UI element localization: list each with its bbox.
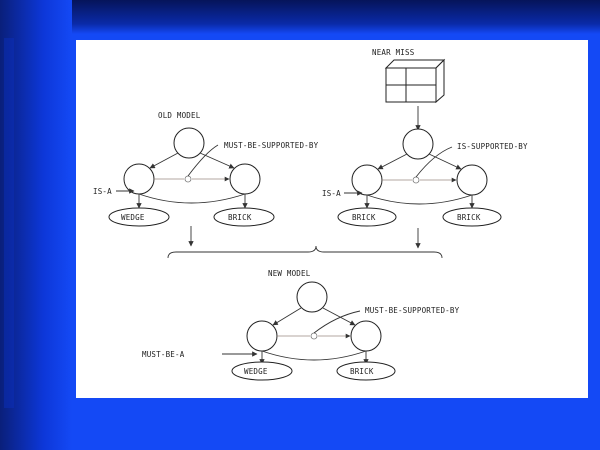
new-isa-label: MUST-BE-A <box>142 350 185 359</box>
merge-brace <box>167 245 443 259</box>
near-edge-top-right <box>428 153 462 170</box>
near-left-node <box>351 164 383 196</box>
new-relation-knot <box>310 332 318 340</box>
old-model-right-node <box>229 163 261 195</box>
new-right-oval <box>336 361 396 381</box>
old-model-left-node <box>123 163 155 195</box>
new-edge-top-left <box>272 307 302 326</box>
diagram-image: NEAR MISS OLD MODEL MUST-BE-SUPPORTED-BY… <box>76 40 588 398</box>
old-relation-label: MUST-BE-SUPPORTED-BY <box>224 141 319 150</box>
old-model-top-node <box>173 127 205 159</box>
near-relation-label: IS-SUPPORTED-BY <box>457 142 528 151</box>
decorative-squares <box>4 38 14 408</box>
old-left-oval <box>108 207 170 227</box>
slide-header-band <box>0 0 600 34</box>
near-bottom-curve <box>366 194 473 205</box>
near-left-oval <box>337 207 397 227</box>
new-edge-top-right <box>322 307 356 326</box>
new-right-node-label: BRICK <box>350 367 374 376</box>
new-left-node <box>246 320 278 352</box>
new-left-node-label: WEDGE <box>244 367 268 376</box>
new-left-oval <box>231 361 293 381</box>
new-right-node <box>350 320 382 352</box>
old-model-title: OLD MODEL <box>158 111 201 120</box>
old-edge-top-left <box>149 152 179 169</box>
near-isa-label: IS-A <box>322 189 341 198</box>
new-bottom-curve <box>261 350 367 361</box>
old-bottom-curve <box>138 193 246 204</box>
old-left-node-label: WEDGE <box>121 213 145 222</box>
new-relation-pointer <box>313 310 361 334</box>
new-top-node <box>296 281 328 313</box>
old-isa-label: IS-A <box>93 187 112 196</box>
near-edge-top-left <box>377 153 408 170</box>
near-relation-knot <box>412 176 420 184</box>
new-relation-label: MUST-BE-SUPPORTED-BY <box>365 306 460 315</box>
near-miss-label: NEAR MISS <box>372 48 415 57</box>
near-miss-block <box>384 58 446 104</box>
old-right-oval <box>213 207 275 227</box>
semantic-network-diagram: NEAR MISS OLD MODEL MUST-BE-SUPPORTED-BY… <box>93 48 528 381</box>
near-right-node <box>456 164 488 196</box>
near-right-oval <box>442 207 502 227</box>
near-relation-pointer <box>415 146 453 178</box>
old-right-node-label: BRICK <box>228 213 252 222</box>
new-model-title: NEW MODEL <box>268 269 311 278</box>
old-relation-knot <box>184 175 192 183</box>
near-left-node-label: BRICK <box>352 213 376 222</box>
near-right-node-label: BRICK <box>457 213 481 222</box>
old-relation-pointer <box>187 144 219 177</box>
near-top-node <box>402 128 434 160</box>
